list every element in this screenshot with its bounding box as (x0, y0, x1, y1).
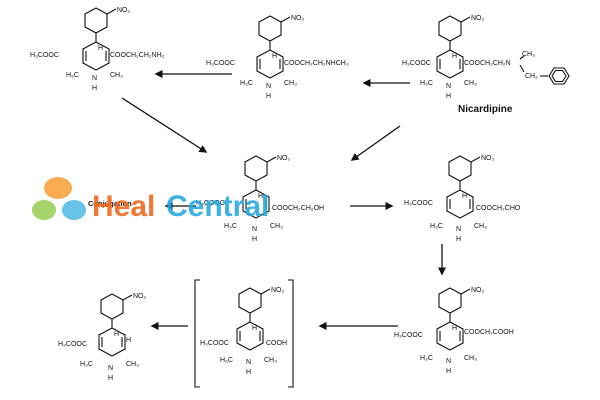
ring-n-label: N (246, 359, 251, 366)
right-ester-label: COOCH₂CH₂NHCH₃ (284, 60, 349, 67)
ring-n-label: N (446, 358, 451, 365)
h4-label: H (272, 53, 277, 60)
ring-n-label: N (446, 83, 451, 90)
molecule-decarboxylated-metabolite: NO₂ H H₃COOC H H₃C CH₃ N H (58, 293, 147, 382)
benzyl-ring (548, 67, 570, 85)
arrow-nicardipine-to-alcohol (350, 125, 401, 161)
molecule-n-desbenzyl: NO₂ H H₃COOC COOCH₂CH₂NHCH₃ H₃C CH₃ N H (206, 15, 349, 100)
watermark-logo: Heal Central (32, 177, 269, 223)
nitro-label: NO₂ (117, 7, 131, 14)
h4-label: H (98, 45, 103, 52)
ring-nh-label: H (446, 368, 451, 375)
nitro-label: NO₂ (471, 15, 485, 22)
watermark-word-heal: Heal (92, 190, 155, 223)
molecule-aldehyde-metabolite: NO₂ H H₃COOC COOCH₂CHO H₃C CH₃ N H (404, 155, 521, 243)
nitro-label: NO₂ (271, 287, 285, 294)
ring-nh-label: H (252, 236, 257, 243)
h4-label: H (258, 193, 263, 200)
methyl-right-label: CH₃ (126, 361, 139, 368)
nicardipine-title: Nicardipine (458, 104, 513, 115)
ring-nh-label: H (266, 93, 271, 100)
ring-n-label: N (92, 75, 97, 82)
methyl-left-label: H₃C (420, 80, 433, 87)
methyl-right-label: CH₃ (270, 223, 283, 230)
ring-nh-label: H (92, 85, 97, 92)
ring-nh-label: H (246, 369, 251, 376)
nitrophenyl-ring: NO₂ (84, 7, 131, 42)
conjugation-label: Conjugation (88, 199, 132, 208)
h4-label: H (114, 331, 119, 338)
molecule-acid-metabolite: NO₂ H H₃COOC COOCH₂COOH H₃C CH₃ N H (394, 287, 514, 375)
ring-nh-label: H (108, 375, 113, 382)
left-ester-label: H₃COOC (196, 200, 225, 207)
bracket-left (194, 279, 200, 388)
left-ester-label: H₃COOC (30, 52, 59, 59)
methyl-left-label: H₃C (240, 80, 253, 87)
methyl-right-label: CH₃ (264, 357, 277, 364)
methyl-right-label: CH₃ (464, 355, 477, 362)
watermark-word-central: Central (166, 190, 269, 223)
left-ester-label: H₃COOC (200, 340, 229, 347)
h4-label: H (452, 53, 457, 60)
h4-label: H (462, 193, 467, 200)
ring-n-label: N (266, 83, 271, 90)
arrow-desmethyl-to-alcohol (121, 97, 208, 153)
nitro-label: NO₂ (291, 15, 305, 22)
left-ester-label: H₃COOC (402, 60, 431, 67)
methyl-right-label: CH₃ (110, 72, 123, 79)
methyl-left-label: H₃C (224, 223, 237, 230)
left-ester-label: H₃COOC (404, 200, 433, 207)
benzyl-ch2-label: CH₂ (525, 73, 538, 80)
methyl-left-label: H₃C (80, 361, 93, 368)
nitro-label: NO₂ (277, 155, 291, 162)
h4-label: H (452, 325, 457, 332)
nitro-label: NO₂ (481, 155, 495, 162)
ring-n-label: N (252, 226, 257, 233)
ring-nh-label: H (456, 236, 461, 243)
methyl-right-label: CH₃ (284, 80, 297, 87)
bracket-right (288, 279, 294, 388)
n-methyl-label: CH₃ (522, 51, 535, 58)
ring-n-label: N (108, 365, 113, 372)
methyl-left-label: H₃C (66, 72, 79, 79)
right-ester-label: COOCH₂COOH (464, 329, 514, 336)
methyl-right-label: CH₃ (464, 80, 477, 87)
molecule-carboxylic-intermediate: NO₂ H H₃COOC COOH H₃C CH₃ N H (200, 287, 287, 376)
nitro-label: NO₂ (133, 293, 147, 300)
right-ester-label: COOCH₂CHO (476, 205, 521, 212)
logo-leaves-icon (32, 177, 86, 220)
right-acid-label: COOH (266, 340, 287, 347)
right-ester-label: COOCH₂CH₂OH (272, 205, 324, 212)
molecule-alcohol-metabolite: NO₂ H H₃COOC COOCH₂CH₂OH H₃C CH₃ N H (196, 155, 324, 243)
nitro-label: NO₂ (471, 287, 485, 294)
methyl-right-label: CH₃ (474, 223, 487, 230)
left-ester-label: H₃COOC (206, 60, 235, 67)
ring-nh-label: H (446, 93, 451, 100)
methyl-left-label: H₃C (430, 223, 443, 230)
left-ester-label: H₃COOC (394, 332, 423, 339)
left-ester-label: H₃COOC (58, 341, 87, 348)
molecule-nicardipine: NO₂ H H₃COOC COOCH₂CH₂N CH₃ CH₂ H₃C CH₃ … (402, 15, 570, 115)
h4-label: H (252, 325, 257, 332)
ring-n-label: N (456, 226, 461, 233)
right-ester-label: COOCH₂CH₂NH₂ (110, 52, 165, 59)
dihydropyridine-ring (82, 41, 110, 71)
methyl-left-label: H₃C (220, 357, 233, 364)
right-ester-label: COOCH₂CH₂N (464, 60, 511, 67)
molecule-n-desmethyl: NO₂ H H₃COOC COOCH₂CH₂NH₂ H₃C CH₃ N H (30, 7, 165, 92)
ring-h-label: H (126, 337, 131, 344)
methyl-left-label: H₃C (420, 355, 433, 362)
